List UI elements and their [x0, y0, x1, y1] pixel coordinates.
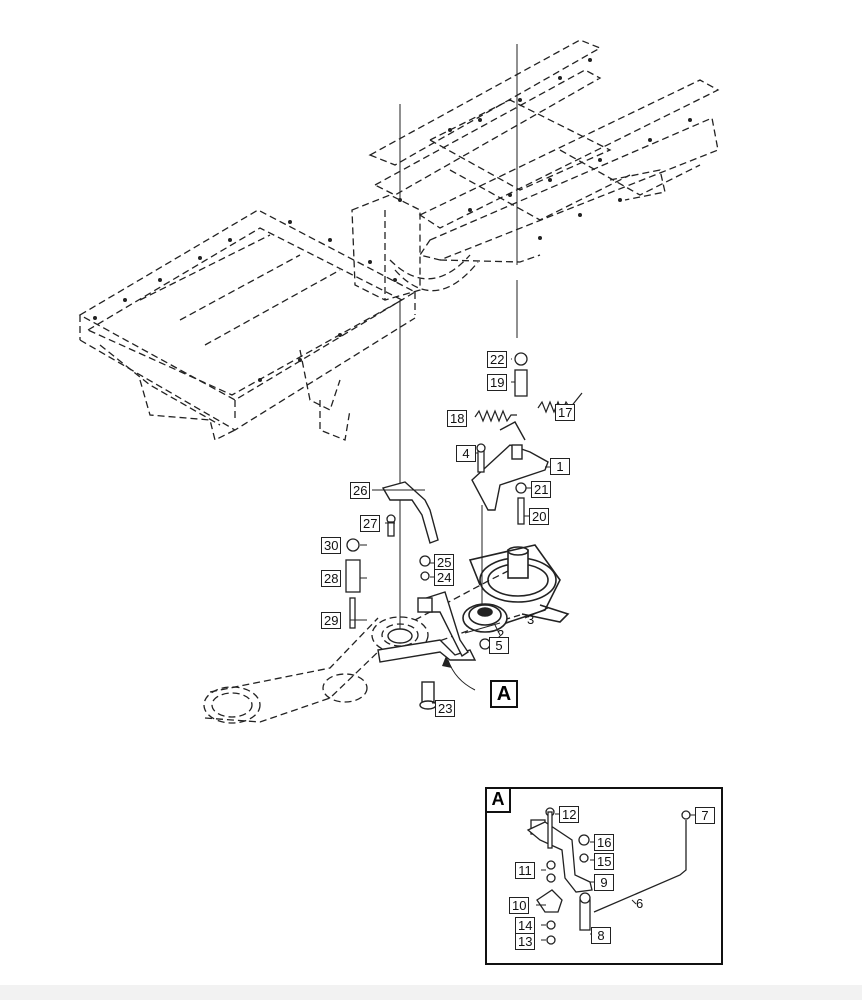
callout-27: 27: [360, 515, 381, 532]
drive-belt: [462, 544, 570, 633]
detail-a-label: A: [487, 789, 511, 813]
callout-12: 12: [559, 806, 580, 823]
callout-13: 13: [515, 933, 536, 950]
view-a-label: A: [490, 680, 518, 708]
callout-19: 19: [487, 374, 508, 391]
callout-15: 15: [594, 853, 615, 870]
callout-20: 20: [529, 508, 550, 525]
bottom-strip: [0, 985, 862, 1000]
callout-22: 22: [487, 351, 508, 368]
callout-7: 7: [695, 807, 715, 824]
callout-8: 8: [591, 927, 611, 944]
callout-18: 18: [447, 410, 468, 427]
hardware: [345, 352, 528, 650]
detail-a-drawing: [526, 807, 691, 945]
callout-3: 3: [527, 612, 535, 627]
callout-10: 10: [509, 897, 530, 914]
callout-6: 6: [636, 896, 644, 911]
callout-23: 23: [435, 700, 456, 717]
callout-26: 26: [350, 482, 371, 499]
belt-system: [203, 569, 521, 724]
arrow-head: [442, 656, 452, 668]
callout-28: 28: [321, 570, 342, 587]
callout-1: 1: [550, 458, 570, 475]
callout-24: 24: [434, 569, 455, 586]
leader-lines: [350, 358, 556, 704]
frame-holes: [93, 58, 692, 382]
callout-21: 21: [531, 481, 552, 498]
bracket-26: [381, 481, 439, 544]
idler-arm-assembly: [377, 591, 477, 710]
callout-4: 4: [456, 445, 476, 462]
callout-9: 9: [594, 874, 614, 891]
callout-11: 11: [515, 862, 535, 879]
callout-14: 14: [515, 917, 536, 934]
callout-5: 5: [489, 637, 509, 654]
callout-2: 2: [497, 627, 505, 642]
callout-30: 30: [321, 537, 342, 554]
callout-29: 29: [321, 612, 342, 629]
frame-deck-outline: [78, 209, 417, 401]
callout-16: 16: [594, 834, 615, 851]
bracket-1: [471, 421, 549, 511]
callout-17: 17: [555, 404, 576, 421]
tractor-frame: [78, 39, 720, 441]
reference-lines: [399, 44, 518, 640]
detail-a-box: A: [485, 787, 723, 965]
